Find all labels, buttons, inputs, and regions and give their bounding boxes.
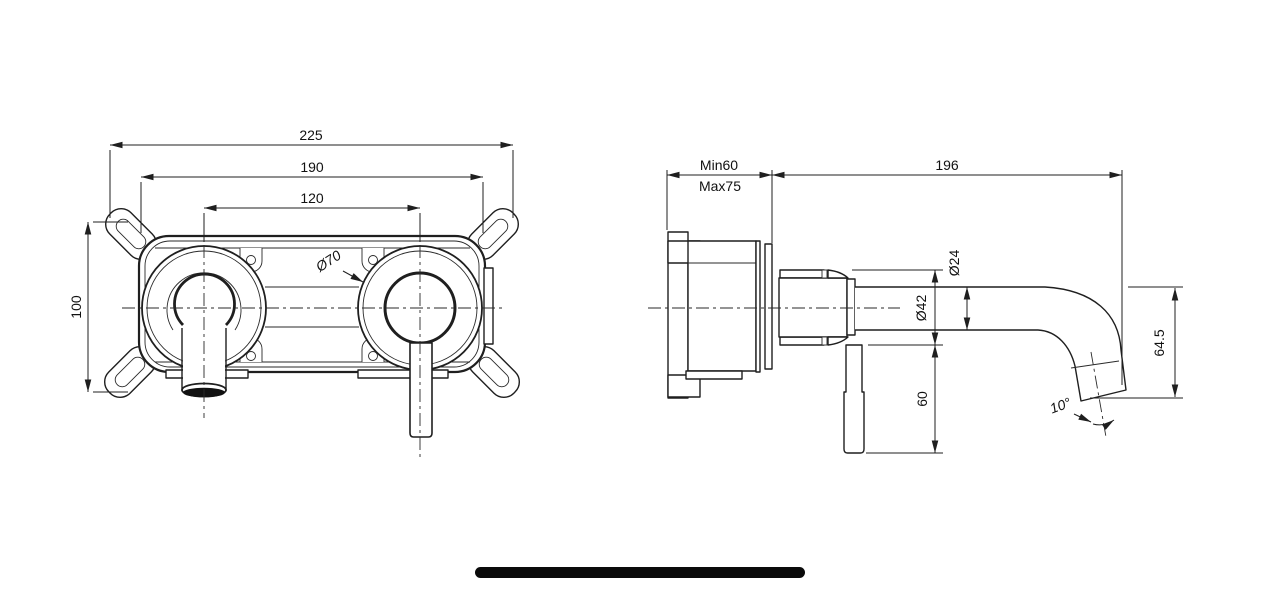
spout-collar-bold xyxy=(173,272,236,326)
ring-wedge-top xyxy=(827,269,849,279)
dim-spout-angle: 10° xyxy=(1048,394,1074,416)
spout-tip-axis xyxy=(1090,351,1107,438)
handle-lever-side xyxy=(843,344,865,454)
bottom-divider-bar xyxy=(475,567,805,578)
set-screw-bottom xyxy=(821,336,828,346)
mounting-foot-right xyxy=(357,369,449,379)
dim-hole-spacing: 120 xyxy=(300,190,324,206)
dim-handle-length: 60 xyxy=(914,391,930,407)
side-view-dimensions: Min60 Max75 196 Ø42 Ø24 60 64.5 10° xyxy=(666,157,1183,454)
front-view: 225 190 120 100 Ø70 xyxy=(68,127,521,458)
escutcheon-ring-top xyxy=(779,269,825,279)
screw-hole xyxy=(368,255,378,265)
side-clip xyxy=(483,267,494,345)
dim-wall-depth-min: Min60 xyxy=(700,157,738,173)
flange-plate-rear xyxy=(755,240,761,373)
ring-wedge-bottom xyxy=(827,336,849,346)
flange-plate-front xyxy=(764,243,773,370)
side-view: Min60 Max75 196 Ø42 Ø24 60 64.5 10° xyxy=(648,157,1183,454)
dim-spout-projection: 196 xyxy=(935,157,959,173)
valve-body xyxy=(687,240,757,372)
screw-hole xyxy=(368,351,378,361)
dim-overall-width: 225 xyxy=(299,127,323,143)
spout-tube-front xyxy=(181,328,227,398)
spout-side xyxy=(855,286,1127,402)
handle-lever-front xyxy=(409,342,433,438)
dim-wall-depth-max: Max75 xyxy=(699,178,741,194)
dim-spout-diameter: Ø24 xyxy=(946,250,962,277)
screw-hole xyxy=(246,255,256,265)
aerator-line xyxy=(1070,360,1120,369)
dim-spout-drop: 64.5 xyxy=(1151,329,1167,356)
set-screw-top xyxy=(821,269,828,279)
dim-plate-width: 190 xyxy=(300,159,324,175)
screw-hole xyxy=(246,351,256,361)
mixer-housing xyxy=(778,277,848,338)
wall-bracket-tab-bottom xyxy=(667,374,701,398)
valve-body-foot xyxy=(685,370,743,380)
dim-plate-height: 100 xyxy=(68,295,84,319)
escutcheon-ring-bottom xyxy=(779,336,825,346)
dim-body-diameter: Ø42 xyxy=(913,295,929,322)
spout-flange xyxy=(846,278,856,336)
